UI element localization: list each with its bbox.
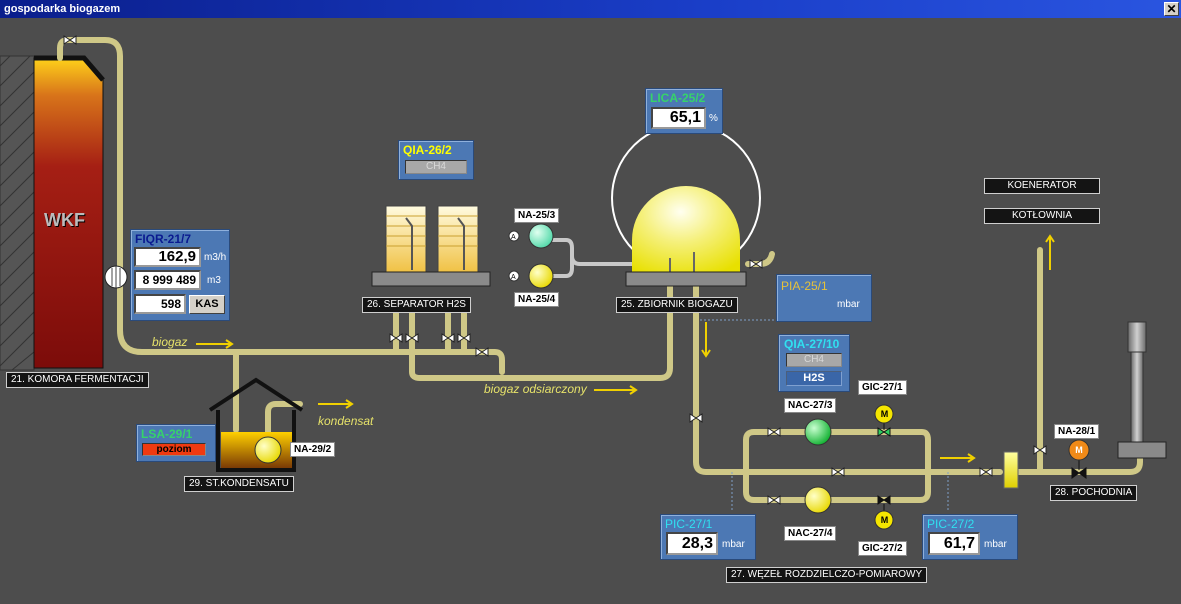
- tag-gic27-2[interactable]: GIC-27/2: [858, 541, 907, 556]
- motor-letter: M: [880, 515, 889, 525]
- pic1-unit: mbar: [722, 539, 745, 550]
- kas-button[interactable]: KAS: [189, 295, 225, 314]
- motor-gic27-2-icon: [874, 510, 894, 530]
- tag-na29-2[interactable]: NA-29/2: [290, 442, 336, 457]
- label-wezel: 27. WĘZEŁ ROZDZIELCZO-POMIAROWY: [726, 567, 928, 583]
- qia27-ch4: CH4: [786, 353, 842, 367]
- qia27-title: QIA-27/10: [784, 337, 840, 351]
- tag-nac27-4[interactable]: NAC-27/4: [784, 526, 837, 541]
- flow-kondensat: kondensat: [318, 414, 374, 428]
- flow-odsiarczony: biogaz odsiarczony: [484, 382, 587, 396]
- condensate-station: [208, 377, 304, 472]
- ground-wall: [0, 55, 35, 371]
- motor-na28-1-icon: [1068, 439, 1090, 461]
- process-diagram: A A: [0, 35, 1167, 530]
- lica-value: 65,1: [651, 107, 706, 129]
- pump-na25-4-icon: [528, 263, 554, 289]
- qia26-ch4: CH4: [405, 160, 467, 174]
- panel-pic1[interactable]: PIC-27/1 28,3 mbar: [660, 514, 756, 560]
- fiqr-title: FIQR-21/7: [135, 232, 192, 246]
- panel-lica[interactable]: LICA-25/2 65,1 %: [645, 88, 723, 134]
- pia-title: PIA-25/1: [781, 279, 828, 293]
- fiqr-counter: 598: [134, 294, 186, 314]
- label-kotlownia[interactable]: KOTŁOWNIA: [984, 208, 1100, 224]
- blower-nac27-3-icon: [804, 418, 832, 446]
- panel-pia[interactable]: PIA-25/1 mbar: [776, 274, 872, 322]
- label-kondensat-station: 29. ST.KONDENSATU: [184, 476, 294, 492]
- flare-stack: [1117, 321, 1167, 459]
- panel-qia26[interactable]: QIA-26/2 CH4: [398, 140, 474, 180]
- tag-gic27-1[interactable]: GIC-27/1: [858, 380, 907, 395]
- lica-unit: %: [709, 113, 718, 124]
- window-titlebar: gospodarka biogazem ✕: [0, 0, 1181, 18]
- pia-unit: mbar: [837, 299, 860, 310]
- label-zbiornik: 25. ZBIORNIK BIOGAZU: [616, 297, 738, 313]
- motor-letter: M: [1075, 445, 1083, 455]
- pump-na25-3-icon: [528, 223, 554, 249]
- pic2-title: PIC-27/2: [927, 517, 975, 531]
- fiqr-total-unit: m3: [207, 275, 221, 286]
- svg-text:A: A: [511, 274, 516, 281]
- motor-letter: M: [880, 409, 889, 419]
- motor-gic27-1-icon: [874, 404, 894, 424]
- panel-qia27[interactable]: QIA-27/10 CH4 H2S: [778, 334, 850, 392]
- tag-nac27-3[interactable]: NAC-27/3: [784, 398, 837, 413]
- na28-1-valve: [1071, 467, 1087, 479]
- tag-na25-3[interactable]: NA-25/3: [514, 208, 560, 223]
- fiqr-total-value: 8 999 489: [134, 270, 201, 290]
- filter: [1003, 451, 1019, 489]
- panel-fiqr[interactable]: FIQR-21/7 162,9 m3/h 8 999 489 m3 598 KA…: [130, 229, 230, 321]
- tag-na25-4[interactable]: NA-25/4: [514, 292, 560, 307]
- tag-na28-1[interactable]: NA-28/1: [1054, 424, 1100, 439]
- blower-nac27-4-icon: [804, 486, 832, 514]
- pic2-unit: mbar: [984, 539, 1007, 550]
- label-koenerator[interactable]: KOENERATOR: [984, 178, 1100, 194]
- pic1-title: PIC-27/1: [665, 517, 713, 531]
- fiqr-flow-unit: m3/h: [204, 252, 227, 263]
- window-title: gospodarka biogazem: [4, 3, 121, 15]
- fiqr-flow-value: 162,9: [134, 247, 201, 267]
- svg-text:A: A: [511, 234, 516, 241]
- close-button[interactable]: ✕: [1164, 2, 1179, 16]
- label-separator: 26. SEPARATOR H2S: [362, 297, 471, 313]
- biogas-tank: [611, 123, 761, 287]
- panel-lsa[interactable]: LSA-29/1 poziom: [136, 424, 216, 462]
- flow-biogaz: biogaz: [152, 335, 188, 349]
- label-pochodnia: 28. POCHODNIA: [1050, 485, 1138, 501]
- pic2-value: 61,7: [928, 532, 980, 555]
- qia26-title: QIA-26/2: [403, 143, 452, 157]
- gic27-2-valve: [877, 495, 891, 505]
- lica-title: LICA-25/2: [650, 91, 706, 105]
- pump-na29-2-icon: [254, 436, 282, 464]
- h2s-separator: [371, 205, 491, 287]
- gic27-1-valve: [877, 427, 891, 437]
- lsa-title: LSA-29/1: [141, 427, 193, 441]
- label-komora: 21. KOMORA FERMENTACJI: [6, 372, 149, 388]
- pic1-value: 28,3: [666, 532, 718, 555]
- qia27-h2s: H2S: [786, 371, 842, 386]
- wkf-label: WKF: [44, 210, 85, 230]
- panel-pic2[interactable]: PIC-27/2 61,7 mbar: [922, 514, 1018, 560]
- lsa-status: poziom: [142, 443, 206, 456]
